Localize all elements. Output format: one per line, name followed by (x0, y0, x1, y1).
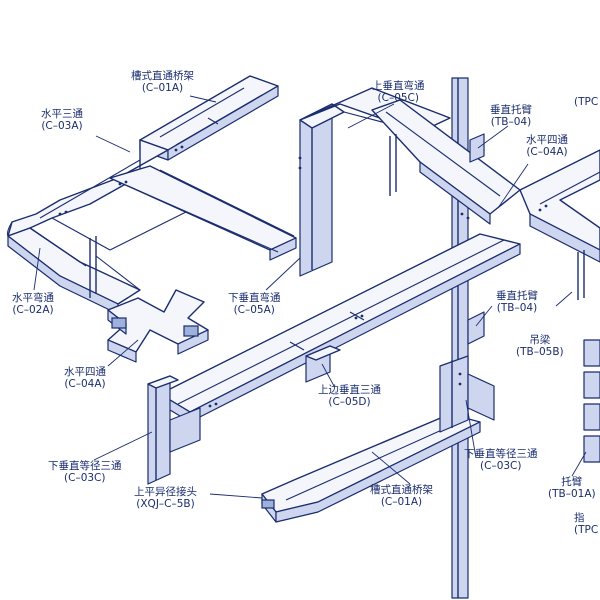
label-code: (TB–04) (496, 302, 538, 314)
vertical-tee-center (305, 345, 341, 383)
label-name: 槽式直通桥架 (131, 70, 194, 82)
label-code: (C–01A) (141, 82, 184, 94)
label-code: (C–03A) (41, 120, 83, 132)
label-horizontal-bend: 水平弯通 (C–02A) (12, 292, 54, 316)
label-name: 水平弯通 (12, 292, 54, 304)
label-lower-vertical-tee-left: 下垂直等径三通 (C–03C) (48, 460, 122, 484)
label-name: 吊梁 (529, 334, 551, 346)
label-code: (C–02A) (12, 304, 54, 316)
label-reducer: 上平异径接头 (XQJ–C–5B) (134, 486, 197, 510)
vertical-bend-lower (439, 355, 495, 433)
label-name: 槽式直通桥架 (370, 484, 433, 496)
label-hanger-beam: 吊梁 (TB–05B) (516, 334, 564, 358)
label-code: (C–01A) (380, 496, 423, 508)
label-name: 指 (574, 512, 585, 524)
label-horizontal-cross-right: 水平四通 (C–04A) (526, 134, 568, 158)
label-name: 水平三通 (41, 108, 83, 120)
label-upper-side-vertical-tee: 上边垂直三通 (C–05D) (318, 384, 381, 408)
label-code: (TPC (574, 524, 599, 536)
label-name: 水平四通 (64, 366, 106, 378)
label-code: (C–05D) (328, 396, 371, 408)
label-vertical-arm-top: 垂直托臂 (TB–04) (490, 104, 532, 128)
label-name: 下垂直等径三通 (464, 448, 538, 460)
label-name: 上垂直弯通 (372, 80, 425, 92)
tray-to-vertical-bend (109, 87, 451, 277)
leader-lines (33, 95, 587, 499)
label-code: (C–05C) (377, 92, 419, 104)
label-code: (C–05A) (233, 304, 275, 316)
label-name: 下垂直弯通 (228, 292, 281, 304)
label-name: 垂直托臂 (490, 104, 532, 116)
label-name: 托臂 (561, 476, 583, 488)
horizontal-cross-right (519, 149, 600, 263)
straight-tray-bottom (261, 413, 481, 523)
tray-to-right-cross (371, 99, 521, 225)
hanger-rods (89, 134, 585, 300)
label-code: (C–03C) (480, 460, 522, 472)
label-tpc-top: (TPC (574, 96, 598, 108)
label-code: (C–04A) (526, 146, 568, 158)
label-lower-vertical-tee-right: 下垂直等径三通 (C–03C) (464, 448, 538, 472)
label-lower-vertical-bend: 下垂直弯通 (C–05A) (228, 292, 281, 316)
label-upper-vertical-bend: 上垂直弯通 (C–05C) (372, 80, 425, 104)
label-code: (TB–04) (490, 116, 532, 128)
label-horizontal-cross-left: 水平四通 (C–04A) (64, 366, 106, 390)
vertical-tee-left (147, 375, 201, 485)
label-code: (TB–01A) (548, 488, 596, 500)
label-straight-tray-top: 槽式直通桥架 (C–01A) (131, 70, 194, 94)
bolt-dots (58, 145, 548, 408)
support-arms (467, 133, 485, 345)
label-name: 上平异径接头 (134, 486, 197, 498)
label-name: 垂直托臂 (496, 290, 538, 302)
label-name: 水平四通 (526, 134, 568, 146)
bracket-stack (583, 339, 600, 463)
label-name: (TPC (574, 96, 599, 108)
label-code: (C–03C) (64, 472, 106, 484)
straight-tray-lower (159, 233, 521, 423)
horizontal-cross-left (107, 289, 209, 363)
label-horizontal-tee: 水平三通 (C–03A) (41, 108, 83, 132)
horizontal-tee-left (6, 139, 191, 315)
label-bracket: 托臂 (TB–01A) (548, 476, 596, 500)
label-straight-tray-bottom: 槽式直通桥架 (C–01A) (370, 484, 433, 508)
label-code: (C–04A) (64, 378, 106, 390)
label-name: 下垂直等径三通 (48, 460, 122, 472)
label-vertical-arm-mid: 垂直托臂 (TB–04) (496, 290, 538, 314)
label-tpc-bottom: 指 (TPC (574, 512, 598, 536)
label-name: 上边垂直三通 (318, 384, 381, 396)
label-code: (TB–05B) (516, 346, 564, 358)
label-code: (XQJ–C–5B) (136, 498, 195, 510)
